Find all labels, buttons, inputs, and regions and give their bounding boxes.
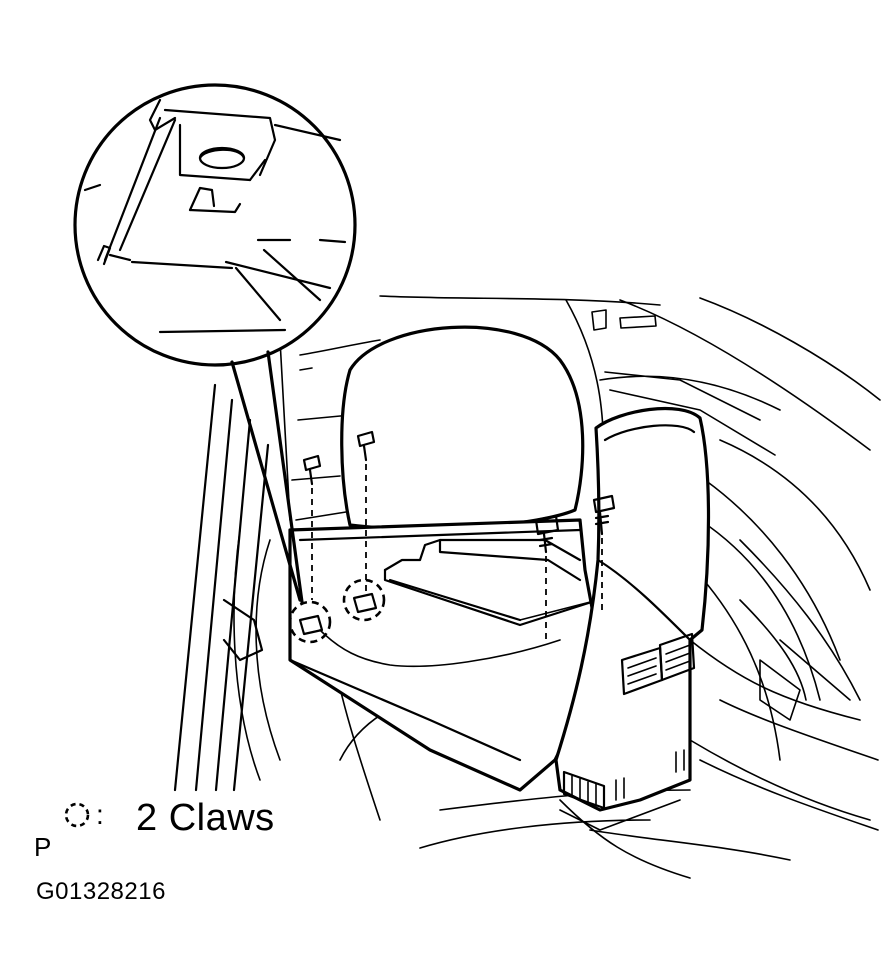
claw-marker-1 — [288, 600, 332, 644]
bolt-center-icon — [534, 514, 560, 640]
claw-markers — [288, 578, 386, 644]
legend-prefix: P — [34, 832, 52, 862]
console-tray — [288, 518, 600, 792]
claw-marker-2 — [342, 578, 386, 622]
legend-label: 2 Claws — [136, 797, 275, 839]
left-pillar — [173, 383, 270, 792]
detail-magnifier-circle — [73, 83, 357, 367]
headrest — [340, 325, 585, 531]
dashed-circle-icon — [62, 800, 92, 830]
bolt-right-icon — [592, 494, 616, 612]
armrest — [554, 406, 711, 831]
legend-separator: : — [96, 799, 104, 830]
figure-id: G01328216 — [36, 878, 166, 905]
interior-outline — [233, 295, 881, 879]
detail-callout — [73, 83, 357, 604]
fasteners — [302, 430, 616, 640]
screw-center-icon — [356, 430, 376, 592]
screw-left-icon — [302, 454, 322, 600]
